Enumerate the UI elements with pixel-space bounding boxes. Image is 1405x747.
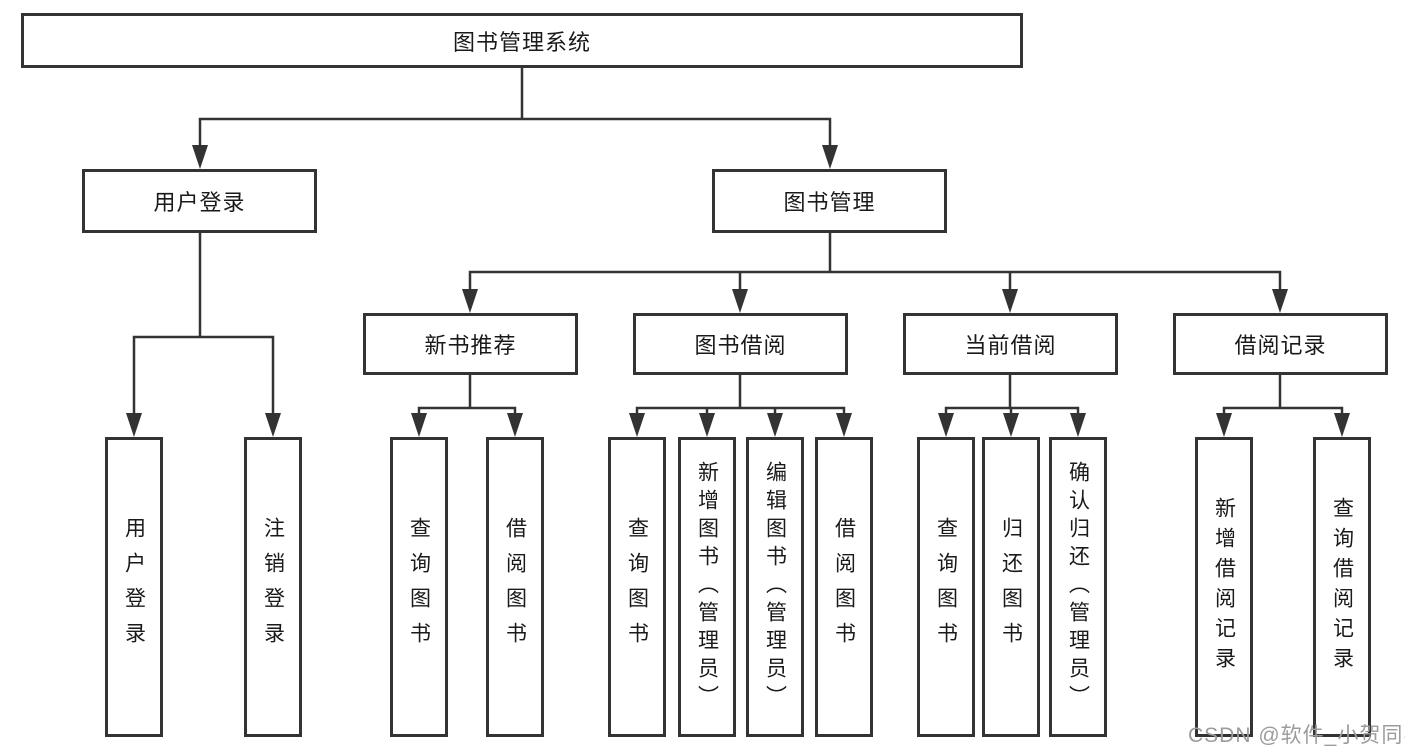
leaf-records-add-borrow-record-label: 新增借阅记录 bbox=[1212, 497, 1236, 677]
csdn-watermark: CSDN @软件_小贺同学 bbox=[1188, 724, 1405, 747]
leaf-records-query-borrow-record: 查询借阅记录 bbox=[1313, 437, 1371, 737]
leaf-current-confirm-return-admin: 确认归还（管理员） bbox=[1049, 437, 1107, 737]
leaf-current-confirm-return-admin-label: 确认归还（管理员） bbox=[1066, 461, 1090, 713]
node-user-login: 用户登录 bbox=[82, 169, 317, 233]
leaf-borrow-query-books: 查询图书 bbox=[608, 437, 666, 737]
leaf-records-query-borrow-record-label: 查询借阅记录 bbox=[1330, 497, 1354, 677]
leaf-borrow-borrow-books-label: 借阅图书 bbox=[832, 517, 856, 657]
node-book-borrow: 图书借阅 bbox=[633, 313, 848, 375]
node-book-management: 图书管理 bbox=[712, 169, 947, 233]
leaf-borrow-borrow-books: 借阅图书 bbox=[815, 437, 873, 737]
leaf-current-return-books: 归还图书 bbox=[982, 437, 1040, 737]
node-library-management-system: 图书管理系统 bbox=[21, 13, 1023, 68]
leaf-recommend-query-books: 查询图书 bbox=[390, 437, 448, 737]
leaf-recommend-borrow-books-label: 借阅图书 bbox=[503, 517, 527, 657]
leaf-recommend-query-books-label: 查询图书 bbox=[407, 517, 431, 657]
leaf-user-login: 用户登录 bbox=[105, 437, 163, 737]
leaf-borrow-add-books-admin-label: 新增图书（管理员） bbox=[695, 461, 719, 713]
leaf-current-query-books: 查询图书 bbox=[917, 437, 975, 737]
leaf-borrow-add-books-admin: 新增图书（管理员） bbox=[678, 437, 736, 737]
node-new-book-recommend: 新书推荐 bbox=[363, 313, 578, 375]
leaf-user-login-label: 用户登录 bbox=[122, 517, 146, 657]
node-current-borrow: 当前借阅 bbox=[903, 313, 1118, 375]
node-borrow-records: 借阅记录 bbox=[1173, 313, 1388, 375]
leaf-records-add-borrow-record: 新增借阅记录 bbox=[1195, 437, 1253, 737]
leaf-borrow-edit-books-admin: 编辑图书（管理员） bbox=[746, 437, 804, 737]
leaf-recommend-borrow-books: 借阅图书 bbox=[486, 437, 544, 737]
leaf-current-return-books-label: 归还图书 bbox=[999, 517, 1023, 657]
leaf-borrow-edit-books-admin-label: 编辑图书（管理员） bbox=[763, 461, 787, 713]
leaf-logout: 注销登录 bbox=[244, 437, 302, 737]
leaf-borrow-query-books-label: 查询图书 bbox=[625, 517, 649, 657]
leaf-logout-label: 注销登录 bbox=[261, 517, 285, 657]
leaf-current-query-books-label: 查询图书 bbox=[934, 517, 958, 657]
